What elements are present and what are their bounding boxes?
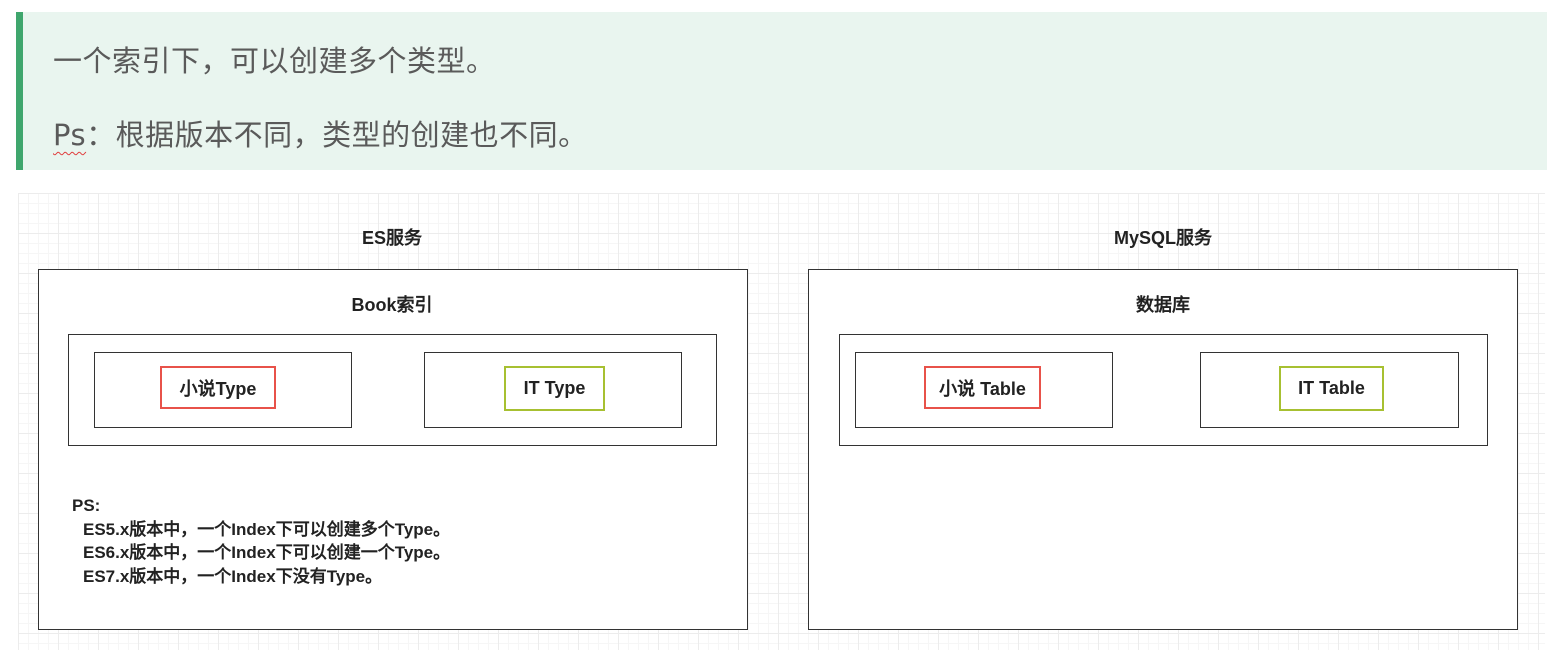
note-line-1: 一个索引下，可以创建多个类型。: [53, 44, 496, 78]
note-ps-word: Ps: [53, 118, 87, 152]
version-notes-heading: PS:: [72, 496, 101, 515]
it-type-tag: IT Type: [504, 366, 605, 411]
version-note-es5: ES5.x版本中，一个Index下可以创建多个Type。: [83, 519, 451, 539]
es-service-title: ES服务: [361, 228, 423, 248]
book-index-title: Book索引: [351, 295, 433, 315]
mysql-service-title: MySQL服务: [1113, 228, 1213, 248]
version-note-es6: ES6.x版本中，一个Index下可以创建一个Type。: [83, 543, 451, 562]
it-table-tag: IT Table: [1279, 366, 1384, 411]
version-note-es7: ES7.x版本中，一个Index下没有Type。: [83, 566, 383, 586]
info-note: 一个索引下，可以创建多个类型。 Ps：根据版本不同，类型的创建也不同。: [16, 12, 1547, 170]
version-notes: PS: ES5.x版本中，一个Index下可以创建多个Type。 ES6.x版本…: [72, 494, 450, 588]
database-title: 数据库: [1136, 295, 1190, 315]
novel-table-tag: 小说 Table: [924, 366, 1041, 409]
es-service-box: [38, 269, 748, 630]
note-line-2-text: ：根据版本不同，类型的创建也不同。: [86, 118, 588, 152]
novel-type-tag: 小说Type: [160, 366, 276, 409]
note-line-2: Ps：根据版本不同，类型的创建也不同。: [53, 112, 588, 154]
mysql-service-box: [808, 269, 1518, 630]
